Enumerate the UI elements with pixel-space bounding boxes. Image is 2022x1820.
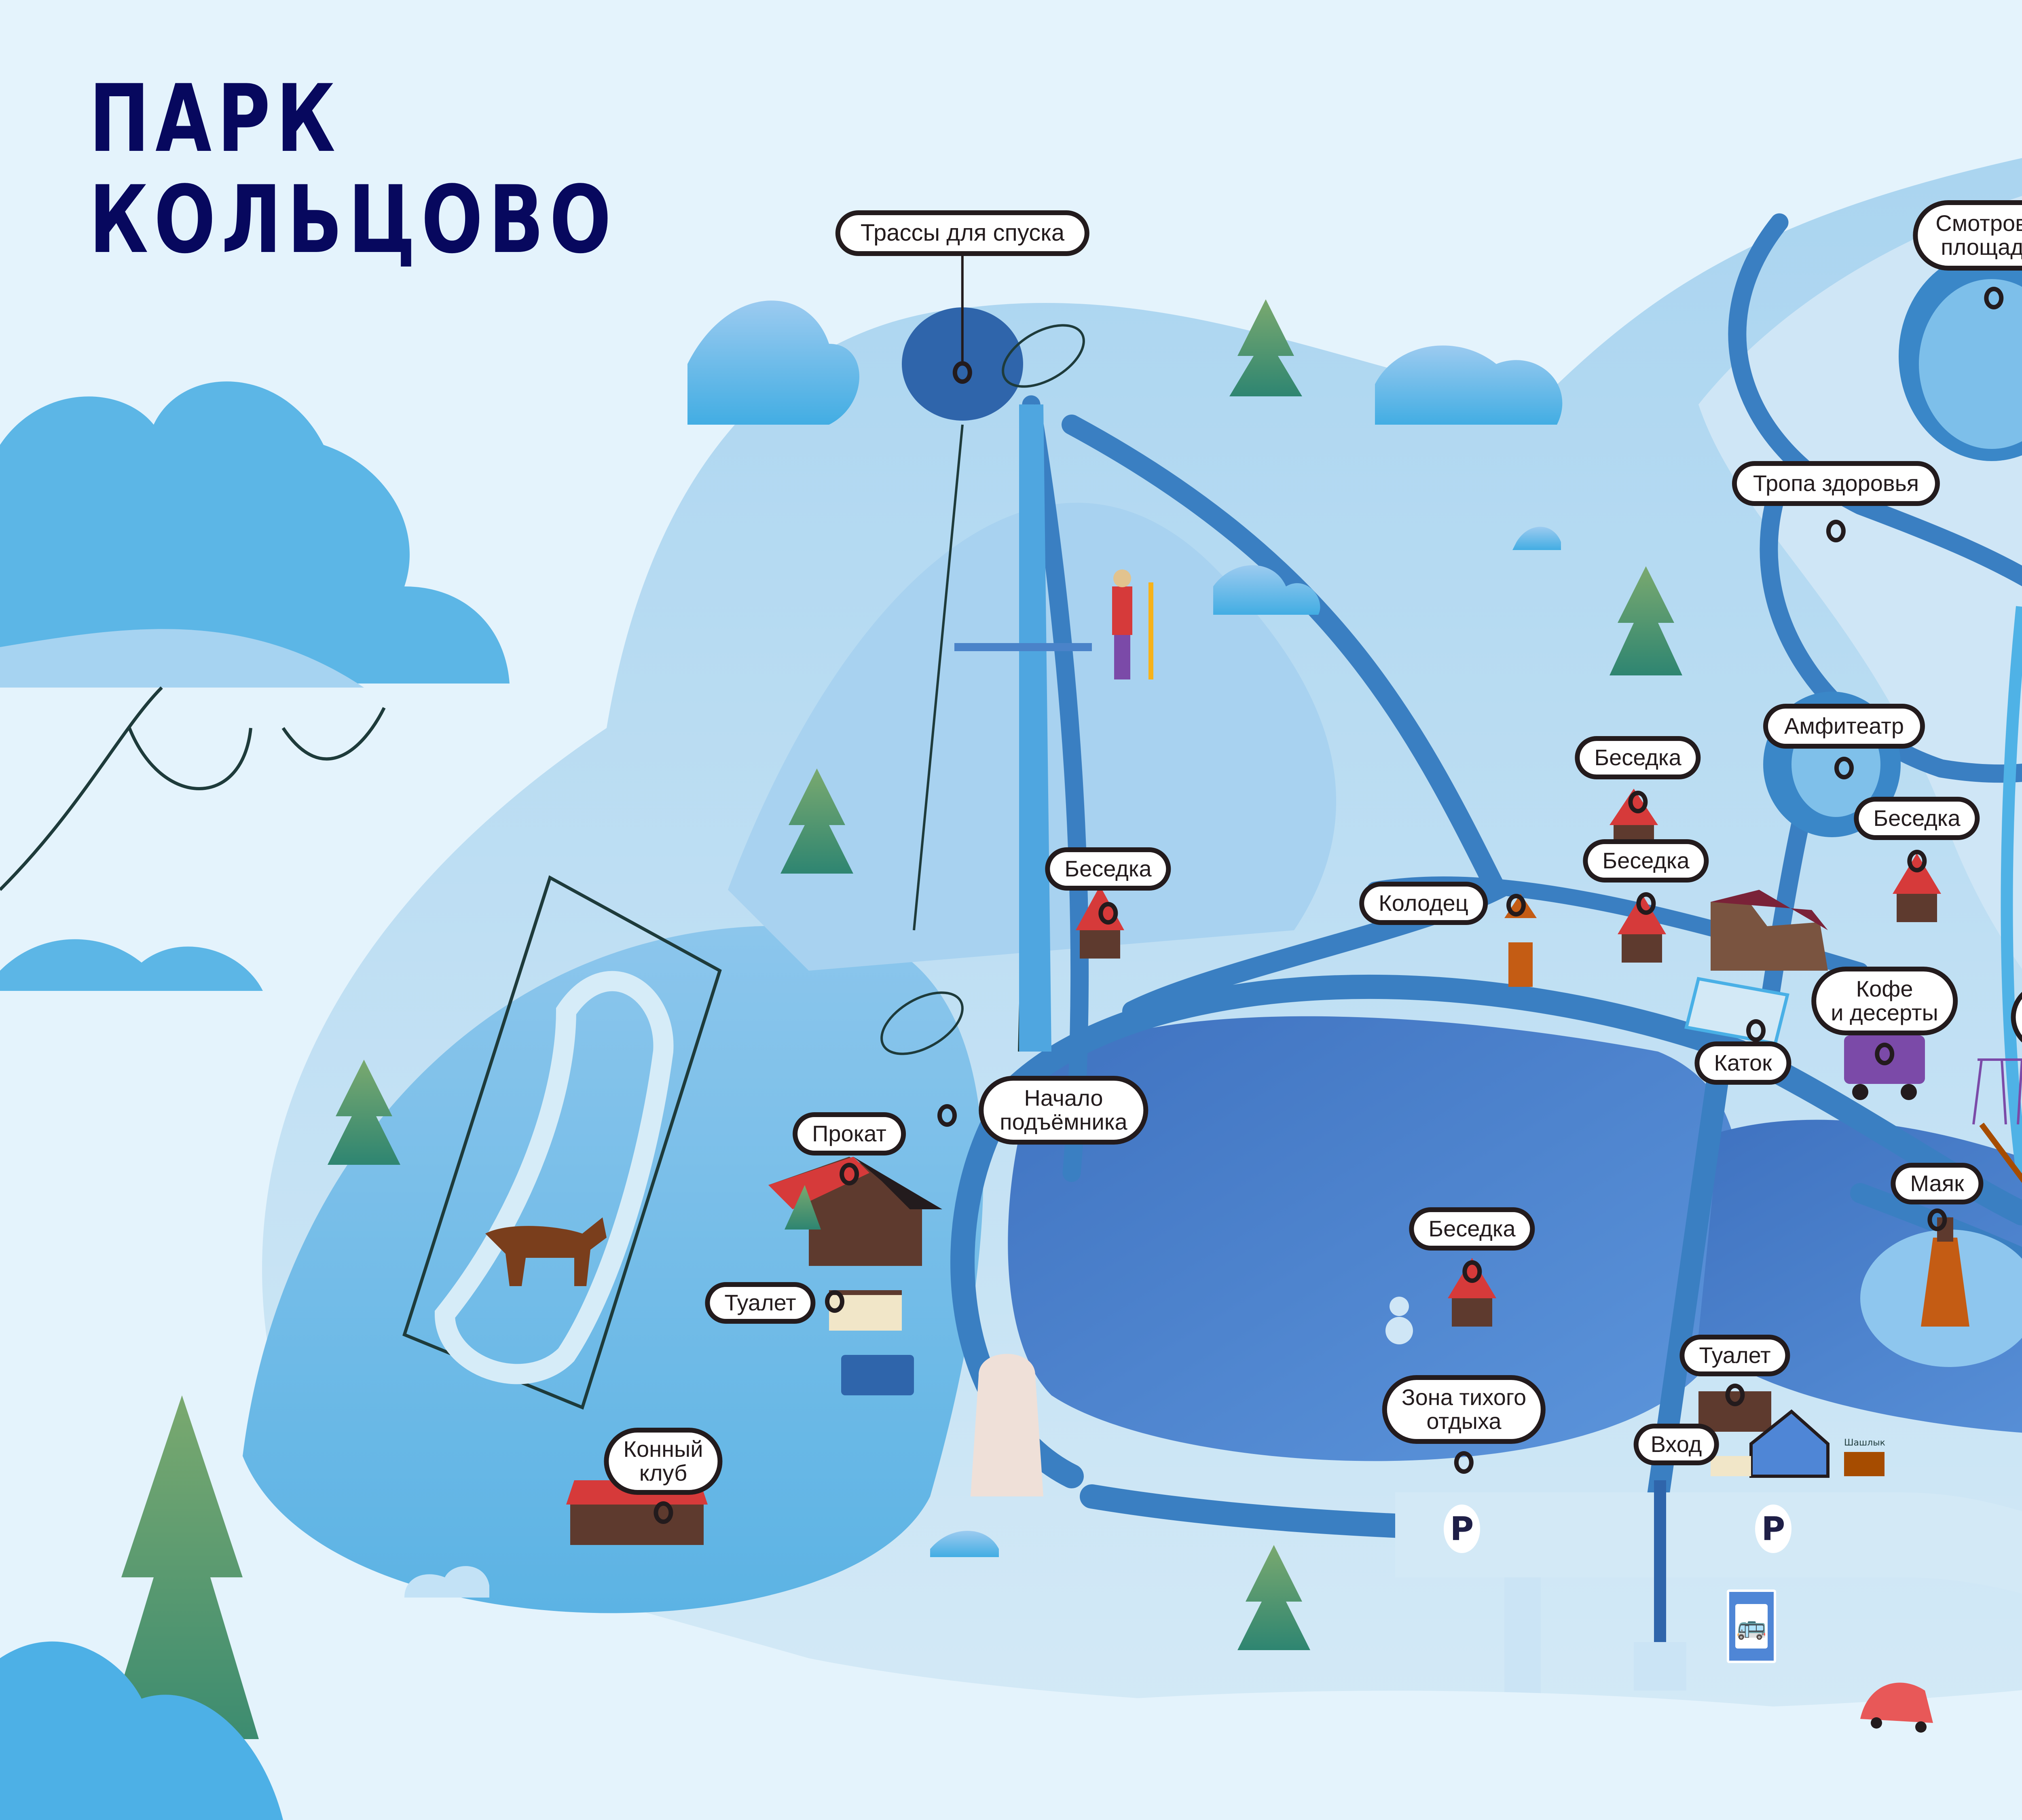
label-gazebo-1[interactable]: Беседка (1575, 736, 1701, 779)
pin-slopes[interactable]: Трассы для спуска (835, 210, 1090, 384)
label-well[interactable]: Колодец (1359, 882, 1488, 925)
pin-dot-icon (1927, 1208, 1947, 1231)
label-lighthouse[interactable]: Маяк (1891, 1163, 1984, 1204)
shashlik-sign: Шашлык (1844, 1438, 1885, 1448)
bus-icon: 🚌 (1735, 1604, 1768, 1649)
pin-gazebo-lake[interactable]: Беседка (1409, 1207, 1535, 1283)
pin-sports-zone[interactable]: Спортивная зона (2011, 983, 2022, 1082)
pin-cafe[interactable]: Кофе и десерты (1811, 967, 1958, 1065)
pin-dot-icon (952, 361, 972, 384)
pin-dot-icon (1098, 902, 1118, 925)
lift-start-dot-icon (937, 1104, 957, 1127)
label-slopes[interactable]: Трассы для спуска (835, 210, 1090, 256)
pin-gazebo-top-left[interactable]: Беседка (1575, 736, 1701, 813)
pin-dot-icon (1834, 756, 1854, 779)
label-gazebo-4[interactable]: Беседка (1045, 847, 1171, 891)
pin-entrance[interactable]: Вход (1633, 1424, 1719, 1465)
pin-rink[interactable]: Каток (1694, 1041, 1791, 1085)
pin-health-trail-1[interactable]: Тропа здоровья (1732, 461, 1940, 542)
label-viewpoint[interactable]: Смотровая площадка (1913, 200, 2022, 271)
pin-quiet-zone[interactable]: Зона тихого отдыха (1382, 1375, 1546, 1474)
label-quiet-zone[interactable]: Зона тихого отдыха (1382, 1375, 1546, 1444)
label-entrance[interactable]: Вход (1633, 1424, 1719, 1465)
label-horse-club[interactable]: Конный клуб (604, 1428, 723, 1495)
label-amphitheater[interactable]: Амфитеатр (1763, 704, 1925, 749)
pin-lighthouse[interactable]: Маяк (1891, 1163, 1984, 1231)
label-cafe[interactable]: Кофе и десерты (1811, 967, 1958, 1035)
label-gazebo-3[interactable]: Беседка (1854, 797, 1980, 840)
label-sports-zone[interactable]: Спортивная зона (2011, 983, 2022, 1052)
pin-toilet-left[interactable]: Туалет (705, 1282, 816, 1324)
logo-line-1: ПАРК (89, 65, 341, 173)
pin-dot-icon (1875, 1042, 1894, 1065)
label-toilet-1[interactable]: Туалет (705, 1282, 816, 1324)
pin-dot-icon (1907, 849, 1927, 872)
label-gazebo-5[interactable]: Беседка (1409, 1207, 1535, 1251)
pin-rental[interactable]: Прокат (793, 1112, 906, 1185)
toilet-left-dot-icon (825, 1290, 844, 1313)
label-rental[interactable]: Прокат (793, 1112, 906, 1155)
pin-dot-icon (1984, 286, 2003, 309)
label-lift-start[interactable]: Начало подъёмника (979, 1076, 1148, 1145)
label-health-trail-1[interactable]: Тропа здоровья (1732, 461, 1940, 506)
pin-dot-icon (1628, 790, 1648, 813)
pin-dot-icon (1725, 1383, 1745, 1406)
pin-gazebo-right[interactable]: Беседка (1854, 797, 1980, 872)
pin-stem (961, 256, 964, 361)
park-logo: ПАРК КОЛЬЦОВО (89, 73, 766, 267)
pin-horse-club[interactable]: Конный клуб (604, 1428, 723, 1524)
label-rink[interactable]: Каток (1694, 1041, 1791, 1085)
pin-dot-icon (840, 1162, 859, 1185)
pin-dot-icon (1636, 892, 1656, 915)
pin-amphitheater[interactable]: Амфитеатр (1763, 704, 1925, 779)
logo-line-2: КОЛЬЦОВО (89, 166, 617, 274)
pin-toilet-entrance[interactable]: Туалет (1679, 1335, 1790, 1406)
pin-dot-icon (1454, 1451, 1474, 1474)
pin-well[interactable]: Колодец (1359, 882, 1488, 925)
label-gazebo-2[interactable]: Беседка (1583, 839, 1709, 882)
pin-lift-start[interactable]: Начало подъёмника (979, 1076, 1148, 1145)
pin-dot-icon (1826, 519, 1846, 542)
label-toilet-2[interactable]: Туалет (1679, 1335, 1790, 1376)
pin-gazebo-mid-left[interactable]: Беседка (1583, 839, 1709, 915)
pin-viewpoint[interactable]: Смотровая площадка (1913, 200, 2022, 309)
well-dot-icon (1506, 894, 1526, 916)
parking-icon: P (1755, 1505, 1791, 1553)
pin-dot-icon (1462, 1260, 1482, 1283)
pin-dot-icon (654, 1501, 673, 1524)
rink-dot-icon (1746, 1019, 1766, 1042)
parking-icon: P (1444, 1505, 1480, 1553)
pin-gazebo-slope[interactable]: Беседка (1045, 847, 1171, 925)
bus-stop-sign: 🚌 (1727, 1589, 1776, 1663)
